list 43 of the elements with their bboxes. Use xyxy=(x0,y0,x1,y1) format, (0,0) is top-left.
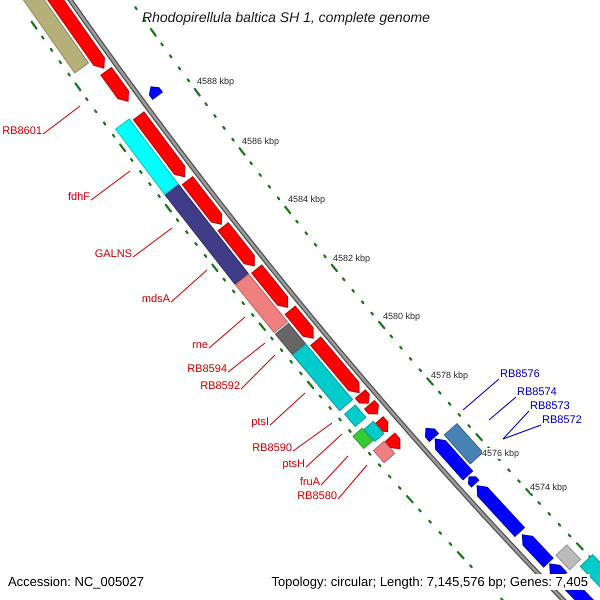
gene-label: RB8580 xyxy=(297,490,337,503)
genome-summary-text: Topology: circular; Length: 7,145,576 bp; Genes: 7,405 xyxy=(269,574,590,590)
gene-label: RB8601 xyxy=(2,125,42,138)
leader-line xyxy=(90,170,130,201)
tick-label: 4582 kbp xyxy=(333,253,370,264)
gene-label: fruA xyxy=(300,476,320,489)
gene-label: fdhF xyxy=(68,191,90,204)
leader-line xyxy=(240,354,276,390)
gene-label: RB8590 xyxy=(252,442,292,455)
leader-line xyxy=(42,106,80,135)
gene-label: RB8576 xyxy=(500,368,540,381)
gene-label: ptsI xyxy=(251,416,269,429)
gene-label: RB8592 xyxy=(200,380,240,393)
leader-line xyxy=(320,456,348,486)
gene-label: ptsH xyxy=(282,458,305,471)
gene-label: rne xyxy=(192,339,208,352)
leader-line xyxy=(338,464,368,500)
tick-label: 4584 kbp xyxy=(288,194,326,205)
tick-label: 4588 kbp xyxy=(197,76,234,87)
tick-label: 4574 kbp xyxy=(530,482,568,493)
leader-line xyxy=(292,422,332,452)
leader-line xyxy=(502,424,542,440)
gene-label: GALNS xyxy=(94,248,132,261)
leader-line xyxy=(132,228,172,258)
leader-line xyxy=(208,316,246,349)
gene-label: mdsA xyxy=(142,293,170,306)
leader-line xyxy=(502,410,530,440)
leader-line xyxy=(228,342,266,373)
title: Rhodopirellula baltica SH 1, complete genome xyxy=(142,9,430,25)
leader-line xyxy=(306,434,342,468)
gene-label: RB8572 xyxy=(542,414,582,427)
leader-line xyxy=(462,378,500,410)
accession-text: Accession: NC_005027 xyxy=(6,574,146,590)
gene-label: RB8573 xyxy=(530,400,570,413)
gene-label: RB8574 xyxy=(517,386,557,399)
gene-label: RB8594 xyxy=(187,363,227,376)
leader-line xyxy=(488,396,516,420)
tick-label: 4586 kbp xyxy=(242,136,280,147)
leader-line xyxy=(170,270,208,303)
tick-label: 4578 kbp xyxy=(431,370,468,381)
leader-line xyxy=(270,392,306,426)
tick-label: 4576 kbp xyxy=(482,448,520,459)
tick-label: 4580 kbp xyxy=(383,311,420,322)
